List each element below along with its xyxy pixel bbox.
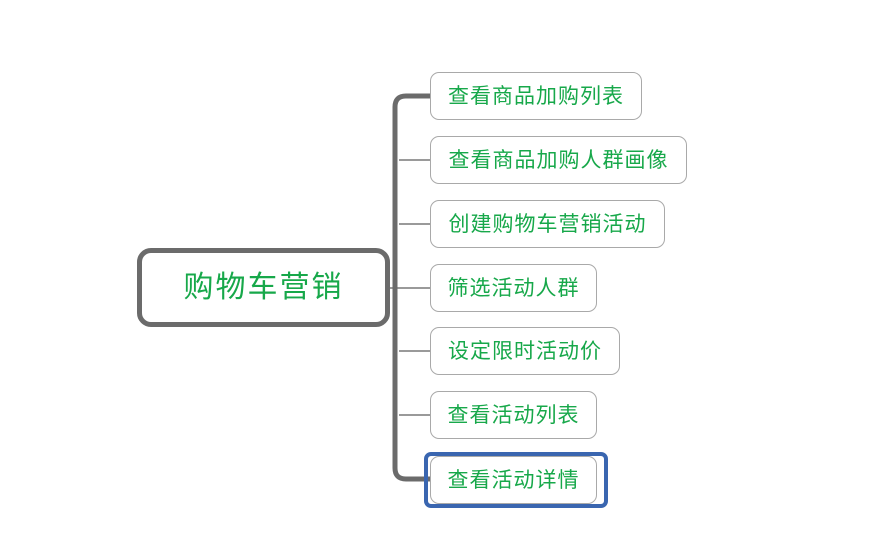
child-node-2-label: 查看商品加购人群画像 <box>448 147 669 172</box>
child-node-3-label: 创建购物车营销活动 <box>448 211 647 236</box>
child-node-4-label: 筛选活动人群 <box>447 275 580 300</box>
child-node-1[interactable]: 查看商品加购列表 <box>430 72 642 120</box>
child-node-2[interactable]: 查看商品加购人群画像 <box>430 136 687 184</box>
child-node-7-label: 查看活动详情 <box>447 467 580 492</box>
child-node-6-label: 查看活动列表 <box>447 402 580 427</box>
root-node[interactable]: 购物车营销 <box>137 248 390 327</box>
trunk-line <box>392 93 434 482</box>
child-node-7[interactable]: 查看活动详情 <box>430 456 597 504</box>
child-node-6[interactable]: 查看活动列表 <box>430 391 597 439</box>
child-node-3[interactable]: 创建购物车营销活动 <box>430 200 665 248</box>
child-node-5-label: 设定限时活动价 <box>448 338 602 363</box>
child-node-5[interactable]: 设定限时活动价 <box>430 327 620 375</box>
root-node-label: 购物车营销 <box>183 269 344 305</box>
child-node-1-label: 查看商品加购列表 <box>448 83 624 108</box>
child-node-4[interactable]: 筛选活动人群 <box>430 264 597 312</box>
